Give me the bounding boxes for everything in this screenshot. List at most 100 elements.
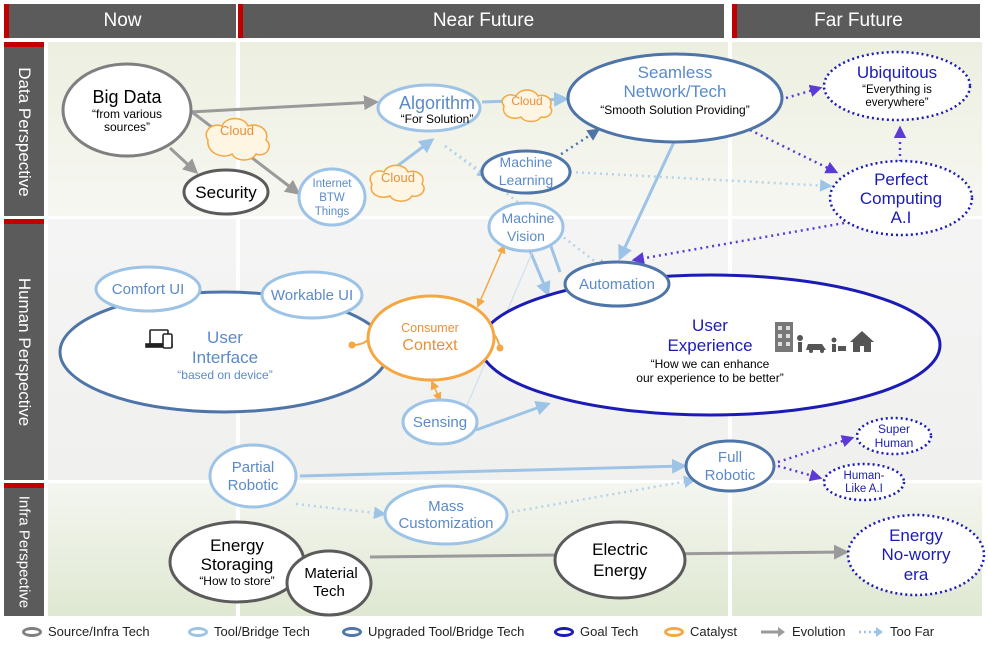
big-data-sub: “from various — [92, 107, 162, 121]
legend-item-goal: Goal Tech — [554, 624, 638, 639]
node-labels: Big Data “from various sources” Security… — [92, 63, 951, 600]
legend-item-too-far: Too Far — [858, 624, 934, 639]
car-icon — [806, 344, 826, 353]
full-robotic-label: Full — [718, 449, 742, 466]
node-electric-energy[interactable] — [553, 520, 687, 600]
node-seamless[interactable] — [566, 52, 784, 144]
node-workable-ui[interactable] — [260, 270, 364, 320]
column-header-label: Now — [103, 10, 142, 31]
node-partial-robotic[interactable] — [208, 443, 298, 509]
legend-item-upgraded: Upgraded Tool/Bridge Tech — [342, 624, 524, 639]
legend-ring-icon — [664, 626, 684, 637]
cloud-label: Cloud — [220, 123, 254, 138]
mass-customization-label: Customization — [398, 515, 493, 532]
ubiquitous-sub: “Everything is — [862, 84, 932, 96]
nodes — [61, 50, 986, 617]
user-interface-title: User — [207, 328, 243, 347]
user-experience-sub: “How we can enhance — [651, 357, 770, 371]
legend-label: Goal Tech — [580, 624, 639, 639]
node-ubiquitous[interactable] — [822, 50, 972, 122]
legend: Source/Infra Tech Tool/Bridge Tech Upgra… — [22, 621, 982, 643]
seamless-sub: “Smooth Solution Providing” — [600, 103, 749, 117]
big-data-title: Big Data — [92, 87, 162, 107]
node-machine-learning[interactable] — [480, 149, 572, 195]
big-data-sub: sources” — [104, 120, 150, 134]
energy-storaging-title: Energy — [210, 536, 264, 555]
column-header-far-future: Far Future — [732, 4, 980, 38]
node-perfect-computing[interactable] — [828, 159, 974, 237]
legend-ring-icon — [554, 626, 574, 637]
node-iot[interactable] — [297, 167, 367, 227]
row-label-infra: Infra Perspective — [4, 483, 44, 616]
consumer-context-small: Consumer — [401, 321, 459, 335]
node-human-like-ai[interactable] — [822, 462, 906, 502]
cloud-icon — [205, 117, 270, 161]
algorithm-sub: “For Solution” — [401, 112, 474, 126]
sensing-label: Sensing — [413, 414, 467, 431]
iot-label: BTW — [319, 192, 345, 204]
super-human-label: Super — [878, 422, 910, 436]
algorithm-title: Algorithm — [399, 93, 475, 113]
node-material-tech[interactable] — [285, 549, 373, 617]
seamless-title: Seamless — [638, 63, 713, 82]
iot-label: Things — [315, 206, 350, 218]
person-cart-icon — [831, 337, 846, 352]
node-algorithm[interactable] — [376, 83, 482, 133]
node-energy-no-worry[interactable] — [846, 513, 986, 597]
evolution-arrow-icon — [761, 626, 785, 637]
node-machine-vision[interactable] — [487, 201, 565, 253]
node-comfort-ui[interactable] — [94, 265, 202, 313]
node-super-human[interactable] — [855, 416, 933, 456]
cloud-label: Cloud — [511, 94, 542, 108]
node-automation[interactable] — [563, 260, 671, 308]
electric-energy-label: Energy — [593, 561, 647, 580]
node-mass-customization[interactable] — [383, 484, 509, 546]
machine-learning-label: Learning — [499, 172, 554, 188]
person-icon — [797, 335, 803, 352]
user-experience-title: User — [692, 316, 728, 335]
user-interface-sub: “based on device” — [177, 368, 272, 382]
machine-vision-label: Machine — [502, 210, 555, 226]
row-label-human: Human Perspective — [4, 219, 44, 480]
node-consumer-context — [348, 294, 504, 382]
column-header-now: Now — [4, 4, 236, 38]
iot-label: Internet — [313, 178, 353, 190]
legend-label: Too Far — [890, 624, 935, 639]
mass-customization-label: Mass — [428, 498, 464, 515]
legend-label: Catalyst — [690, 624, 737, 639]
legend-item-tool: Tool/Bridge Tech — [188, 624, 310, 639]
seamless-title: Network/Tech — [624, 82, 727, 101]
perfect-computing-label: Perfect — [874, 170, 928, 189]
cloud-icon — [369, 164, 425, 202]
legend-item-source: Source/Infra Tech — [22, 624, 150, 639]
energy-storaging-title: Storaging — [201, 555, 274, 574]
building-icon — [775, 322, 793, 352]
column-header-label: Near Future — [432, 10, 535, 31]
material-tech-label: Tech — [313, 583, 345, 600]
legend-label: Source/Infra Tech — [48, 624, 150, 639]
column-header-label: Far Future — [814, 10, 903, 31]
human-like-ai-label: Human- — [844, 470, 885, 482]
energy-storaging-sub: “How to store” — [199, 574, 274, 588]
energy-no-worry-label: era — [904, 565, 929, 584]
consumer-context-title: Context — [402, 337, 458, 354]
partial-robotic-label: Robotic — [228, 477, 279, 494]
node-sensing[interactable] — [401, 398, 479, 446]
legend-ring-icon — [188, 626, 208, 637]
legend-item-catalyst: Catalyst — [664, 624, 737, 639]
node-big-data[interactable] — [61, 62, 193, 158]
partial-robotic-label: Partial — [232, 459, 275, 476]
node-full-robotic[interactable] — [684, 439, 776, 493]
material-tech-label: Material — [304, 565, 357, 582]
legend-item-evolution: Evolution — [760, 624, 845, 639]
electric-energy-label: Electric — [592, 540, 648, 559]
devices-icon — [145, 329, 173, 349]
ubiquitous-sub: everywhere” — [865, 97, 928, 109]
node-security[interactable] — [182, 168, 270, 216]
energy-no-worry-label: No-worry — [882, 545, 951, 564]
legend-label: Tool/Bridge Tech — [214, 624, 310, 639]
row-label-data: Data Perspective — [4, 42, 44, 216]
comfort-ui-label: Comfort UI — [112, 281, 185, 298]
perfect-computing-label: Computing — [860, 189, 942, 208]
